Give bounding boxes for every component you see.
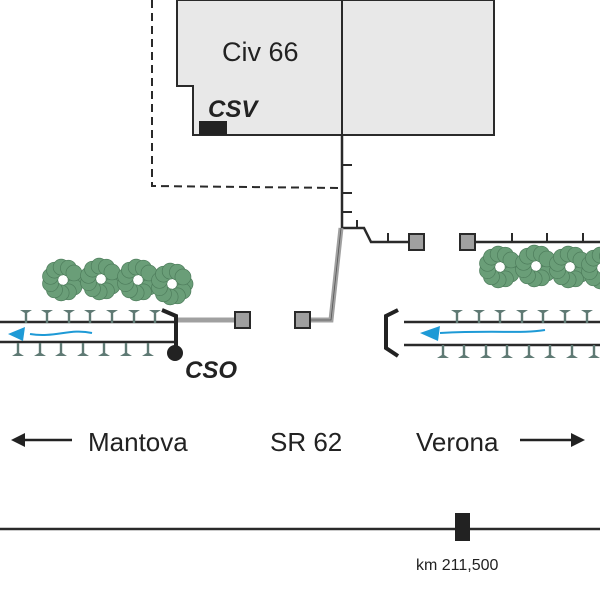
direction-arrow-left bbox=[11, 433, 72, 447]
vegetation-left bbox=[42, 257, 194, 306]
milestone-marker bbox=[455, 513, 470, 541]
shrub-icon bbox=[80, 257, 123, 301]
manhole-node-left bbox=[234, 311, 251, 329]
ditch-bank-mark bbox=[106, 310, 118, 323]
ditch-bank-mark bbox=[128, 310, 140, 323]
property-boundary-dashed bbox=[151, 0, 343, 189]
ditch-bank-mark bbox=[55, 343, 67, 356]
ditch-bank-mark bbox=[537, 310, 549, 323]
milestone-label: km 211,500 bbox=[416, 557, 499, 574]
shrub-icon bbox=[479, 245, 522, 289]
manhole-node-upper-right bbox=[408, 233, 425, 251]
ditch-bank-mark bbox=[120, 343, 132, 356]
ditch-bank-mark bbox=[77, 343, 89, 356]
shrub-icon bbox=[581, 246, 600, 290]
building-civ-66 bbox=[176, 0, 495, 136]
road-name-label: SR 62 bbox=[270, 427, 342, 457]
manhole-node-center bbox=[294, 311, 311, 329]
shrub-icon bbox=[42, 258, 85, 302]
cso-label: CSO bbox=[185, 357, 237, 384]
flow-arrow-left-ditch bbox=[29, 330, 93, 336]
ditch-bank-mark bbox=[501, 345, 513, 358]
ditch-right bbox=[404, 310, 600, 358]
culvert-head-right bbox=[384, 308, 400, 358]
ditch-left bbox=[0, 310, 178, 356]
ditch-bank-mark bbox=[63, 310, 75, 323]
ditch-bank-mark bbox=[494, 310, 506, 323]
building-label: Civ 66 bbox=[222, 37, 299, 67]
flow-arrowhead-right bbox=[420, 326, 440, 341]
flow-arrowhead-left bbox=[8, 327, 25, 341]
ditch-bank-mark bbox=[142, 343, 154, 356]
vegetation-right bbox=[479, 244, 600, 290]
direction-label-verona: Verona bbox=[416, 427, 499, 457]
ditch-bank-mark bbox=[34, 343, 46, 356]
ditch-bank-mark bbox=[451, 310, 463, 323]
ditch-bank-mark bbox=[98, 343, 110, 356]
csv-meter-box bbox=[199, 121, 227, 135]
ditch-bank-mark bbox=[566, 345, 578, 358]
ditch-bank-mark bbox=[458, 345, 470, 358]
ditch-bank-mark bbox=[559, 310, 571, 323]
flow-arrow-right-ditch bbox=[439, 329, 546, 334]
ditch-bank-mark bbox=[20, 310, 32, 323]
building-right-block bbox=[341, 0, 495, 136]
ditch-bank-mark bbox=[480, 345, 492, 358]
ditch-bank-mark bbox=[41, 310, 53, 323]
cso-valve-icon bbox=[167, 345, 183, 361]
ditch-bank-mark bbox=[544, 345, 556, 358]
ditch-bank-mark bbox=[437, 345, 449, 358]
ditch-bank-mark bbox=[149, 310, 161, 323]
right-upper-conduit bbox=[474, 233, 600, 244]
service-line bbox=[340, 135, 410, 244]
ditch-bank-mark bbox=[523, 345, 535, 358]
ditch-bank-mark bbox=[581, 310, 593, 323]
ditch-bank-mark bbox=[516, 310, 528, 323]
cso-outlet-head bbox=[161, 308, 178, 348]
shrub-icon bbox=[151, 262, 194, 306]
ditch-bank-mark bbox=[84, 310, 96, 323]
building-left-block bbox=[176, 0, 343, 136]
ditch-bank-mark bbox=[12, 343, 24, 356]
ditch-bank-mark bbox=[473, 310, 485, 323]
shrub-icon bbox=[117, 258, 160, 302]
direction-arrow-right bbox=[520, 433, 585, 447]
ditch-bank-mark bbox=[588, 345, 600, 358]
manhole-node-right bbox=[459, 233, 476, 251]
direction-label-mantova: Mantova bbox=[88, 427, 188, 457]
csv-label: CSV bbox=[208, 96, 259, 123]
